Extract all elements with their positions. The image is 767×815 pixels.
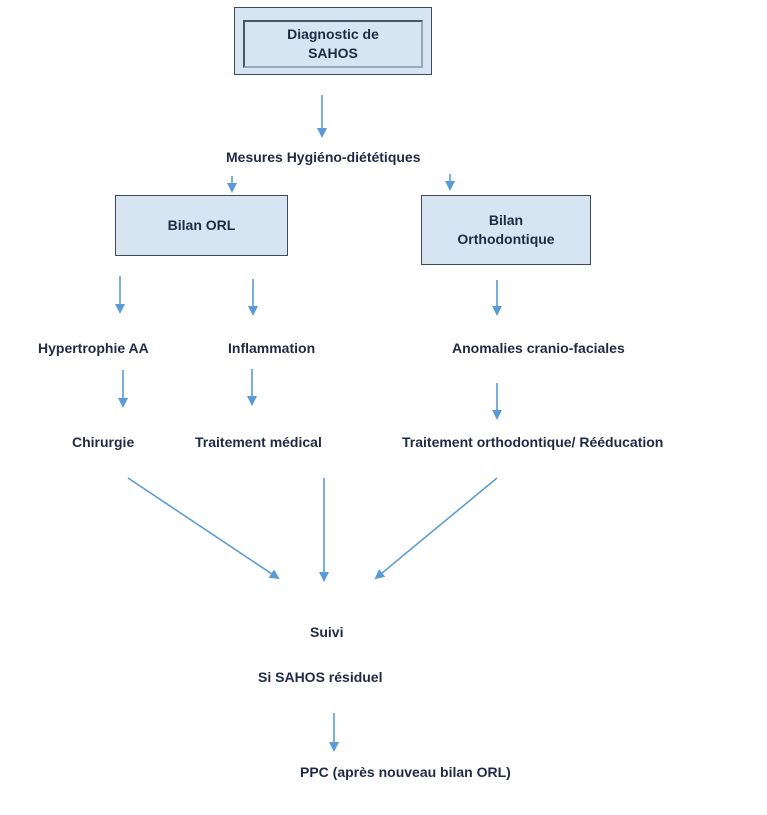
chirurgie-label: Chirurgie bbox=[72, 434, 135, 450]
diagnostic-label: Diagnostic de SAHOS bbox=[287, 26, 379, 61]
ppc-label: PPC (après nouveau bilan ORL) bbox=[300, 764, 511, 780]
diagnostic-box: Diagnostic de SAHOS bbox=[234, 7, 432, 75]
traitement-medical-label: Traitement médical bbox=[195, 434, 322, 450]
anomalies-label: Anomalies cranio-faciales bbox=[452, 340, 625, 356]
mesures-label: Mesures Hygiéno-diététiques bbox=[226, 149, 421, 165]
bilan-ortho-box: Bilan Orthodontique bbox=[421, 195, 591, 265]
arrow-traitement-ortho-to-suivi bbox=[374, 477, 498, 580]
arrow-chirurgie-to-suivi bbox=[127, 477, 280, 580]
bilan-ortho-label: Bilan Orthodontique bbox=[457, 212, 555, 247]
bilan-orl-label: Bilan ORL bbox=[167, 217, 236, 233]
diagnostic-inner-frame: Diagnostic de SAHOS bbox=[243, 20, 423, 68]
traitement-ortho-label: Traitement orthodontique/ Rééducation bbox=[402, 434, 664, 450]
suivi-label: Suivi bbox=[310, 624, 344, 640]
hypertrophie-label: Hypertrophie AA bbox=[38, 340, 149, 356]
inflammation-label: Inflammation bbox=[228, 340, 316, 356]
bilan-orl-box: Bilan ORL bbox=[115, 195, 288, 256]
si-sahos-label: Si SAHOS résiduel bbox=[258, 669, 383, 685]
